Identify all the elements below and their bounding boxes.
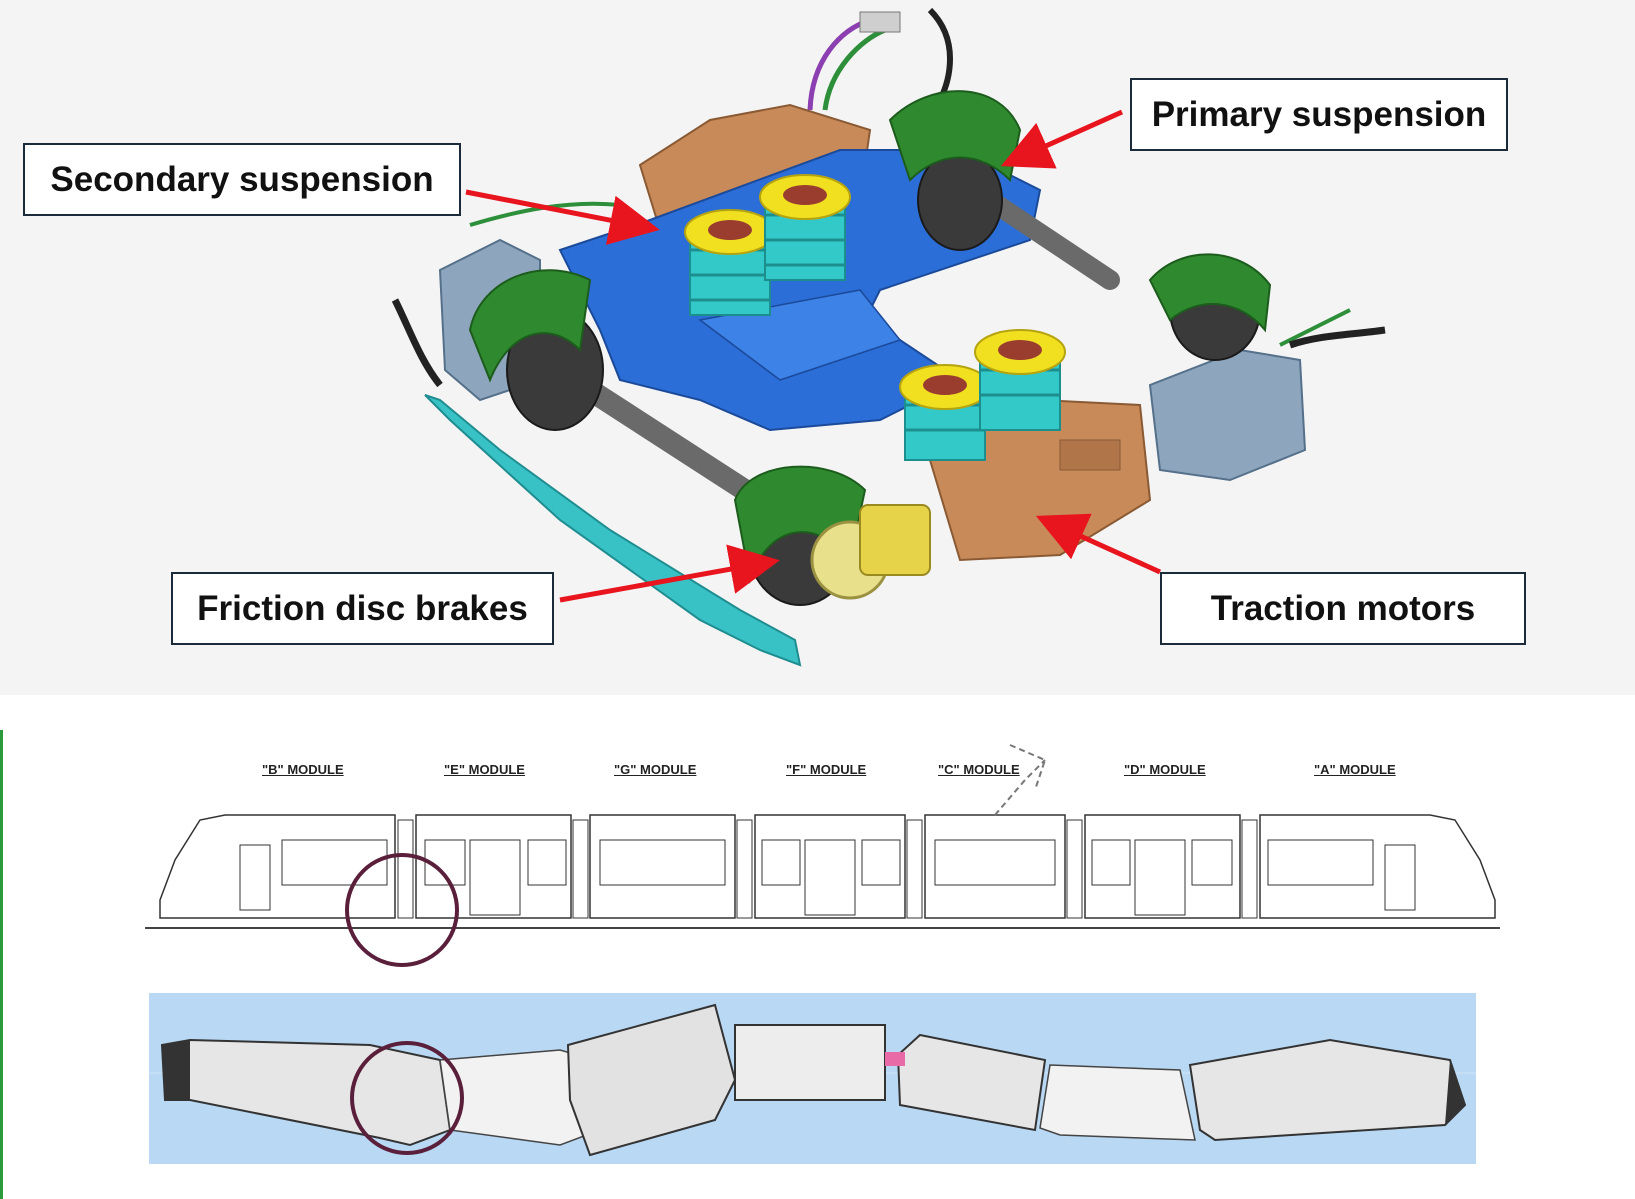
spring-stack-2 [759,174,851,281]
cable-black-right [1288,326,1386,349]
highlight-circle-elevation [345,853,459,967]
sim-module-6 [1039,1064,1196,1141]
module-f-body [754,814,906,919]
rear-axle [980,190,1120,290]
front-axle [579,379,771,511]
brake-caliper [859,504,931,576]
module-b-body [159,814,396,919]
module-c-body [924,814,1066,919]
module-d-body [1084,814,1241,919]
traction-motors-callout: Traction motors [1160,572,1526,645]
motor-detail [1059,439,1121,471]
primary-suspension-callout: Primary suspension [1130,78,1508,151]
left-accent-rule [0,730,3,1199]
wheel-cover-rear-left [1148,253,1272,333]
module-label-c: "C" MODULE [938,762,1020,777]
wheel-cover-front-left [468,269,592,383]
module-label-e: "E" MODULE [444,762,525,777]
sim-module-5 [896,1033,1047,1132]
module-g-body [589,814,736,919]
cable-green [822,27,886,111]
gearbox-right [1148,348,1307,482]
sim-module-3 [566,1003,737,1157]
spring-stack-1 [684,209,776,316]
module-label-f: "F" MODULE [786,762,867,777]
cable-black [927,7,953,102]
spring-stack-4 [974,329,1066,431]
arrow-secondary-suspension [465,189,660,245]
arrow-friction-disc-brakes [559,544,780,603]
secondary-suspension-callout: Secondary suspension [23,143,461,216]
cable-black-left [391,298,443,388]
cable-green-right [1279,308,1351,347]
module-label-d: "D" MODULE [1124,762,1206,777]
connector-box [859,11,901,33]
tram-simulation-view [149,993,1476,1164]
front-guard [424,394,802,667]
sim-module-4 [734,1024,886,1101]
module-label-b: "B" MODULE [262,762,344,777]
module-label-g: "G" MODULE [614,762,697,777]
highlight-circle-simulation [350,1041,464,1155]
module-label-a: "A" MODULE [1314,762,1396,777]
bogie-assembly [391,7,1386,667]
tram-side-elevation [145,744,1500,929]
arrow-primary-suspension [1000,109,1124,169]
module-a-body [1259,814,1496,919]
pantograph [994,759,1046,816]
module-e-body [415,814,572,919]
arrow-traction-motors [1035,513,1162,575]
spring-stack-3 [899,364,991,461]
friction-disc-brakes-callout: Friction disc brakes [171,572,554,645]
